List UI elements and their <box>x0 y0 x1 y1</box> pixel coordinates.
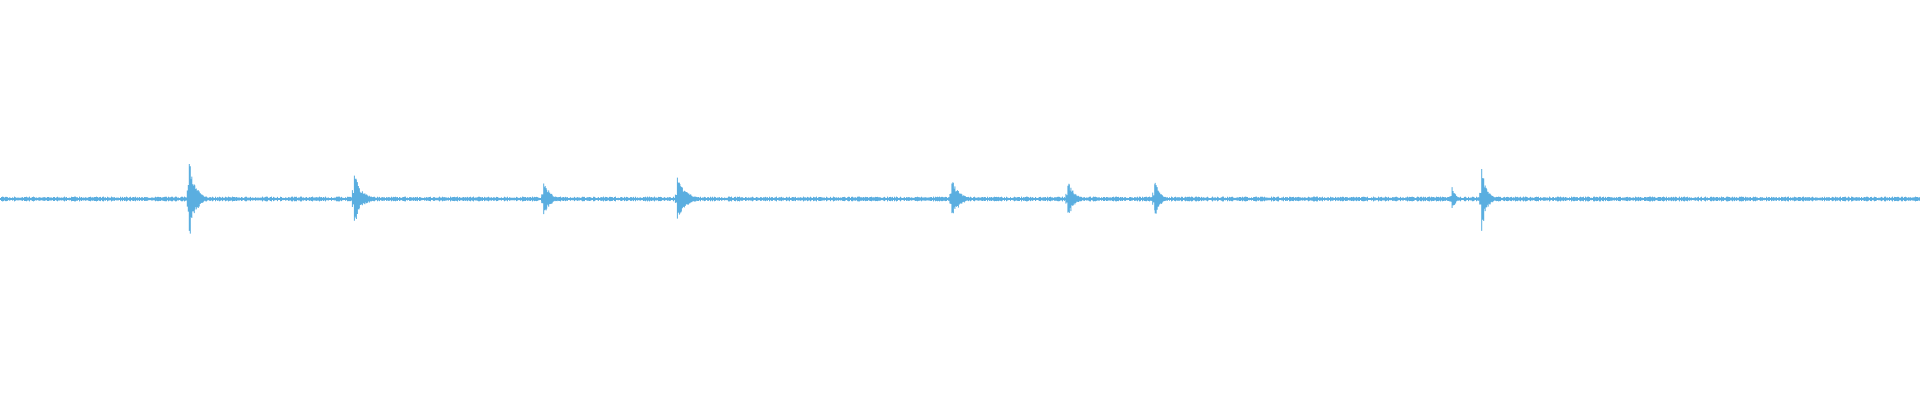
waveform-transient-5 <box>949 182 976 214</box>
waveform-transient-2 <box>351 175 378 221</box>
waveform-transients <box>186 163 1498 234</box>
waveform-transient-1 <box>186 163 209 234</box>
waveform-transient-4 <box>674 177 705 219</box>
waveform-transient-8 <box>1449 187 1465 209</box>
waveform-transient-6 <box>1065 183 1088 213</box>
waveform-transient-9 <box>1479 169 1498 231</box>
waveform-transient-3 <box>541 183 564 215</box>
waveform-transient-7 <box>1152 182 1171 214</box>
